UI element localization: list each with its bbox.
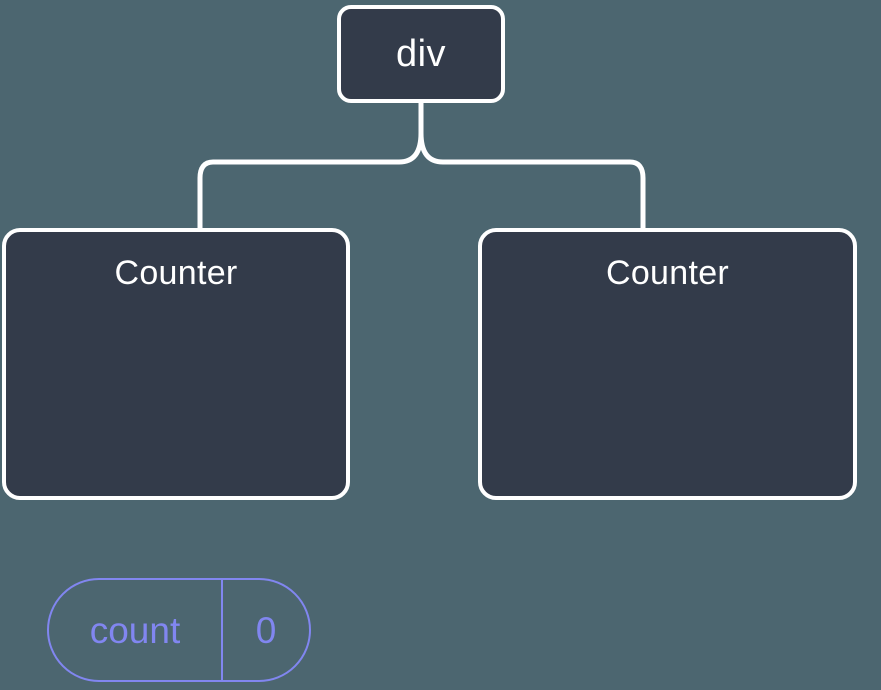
counter-right-title: Counter	[605, 254, 730, 292]
node-counter-left[interactable]: Counter count 0	[2, 228, 350, 682]
counter-left-state-value: 0	[255, 609, 277, 651]
counter-left-state-pill[interactable]: count 0	[47, 578, 311, 682]
connector-branch-right	[418, 130, 646, 233]
node-counter-right[interactable]: Counter count 1	[478, 228, 857, 500]
node-div-label: div	[395, 33, 447, 75]
connector-branch-left	[197, 130, 424, 233]
node-div[interactable]: div	[337, 5, 505, 103]
diagram-canvas: div Counter count 0 Counter count 1	[2, 5, 857, 682]
counter-left-state-key: count	[49, 580, 223, 680]
counter-left-title: Counter	[114, 254, 238, 292]
